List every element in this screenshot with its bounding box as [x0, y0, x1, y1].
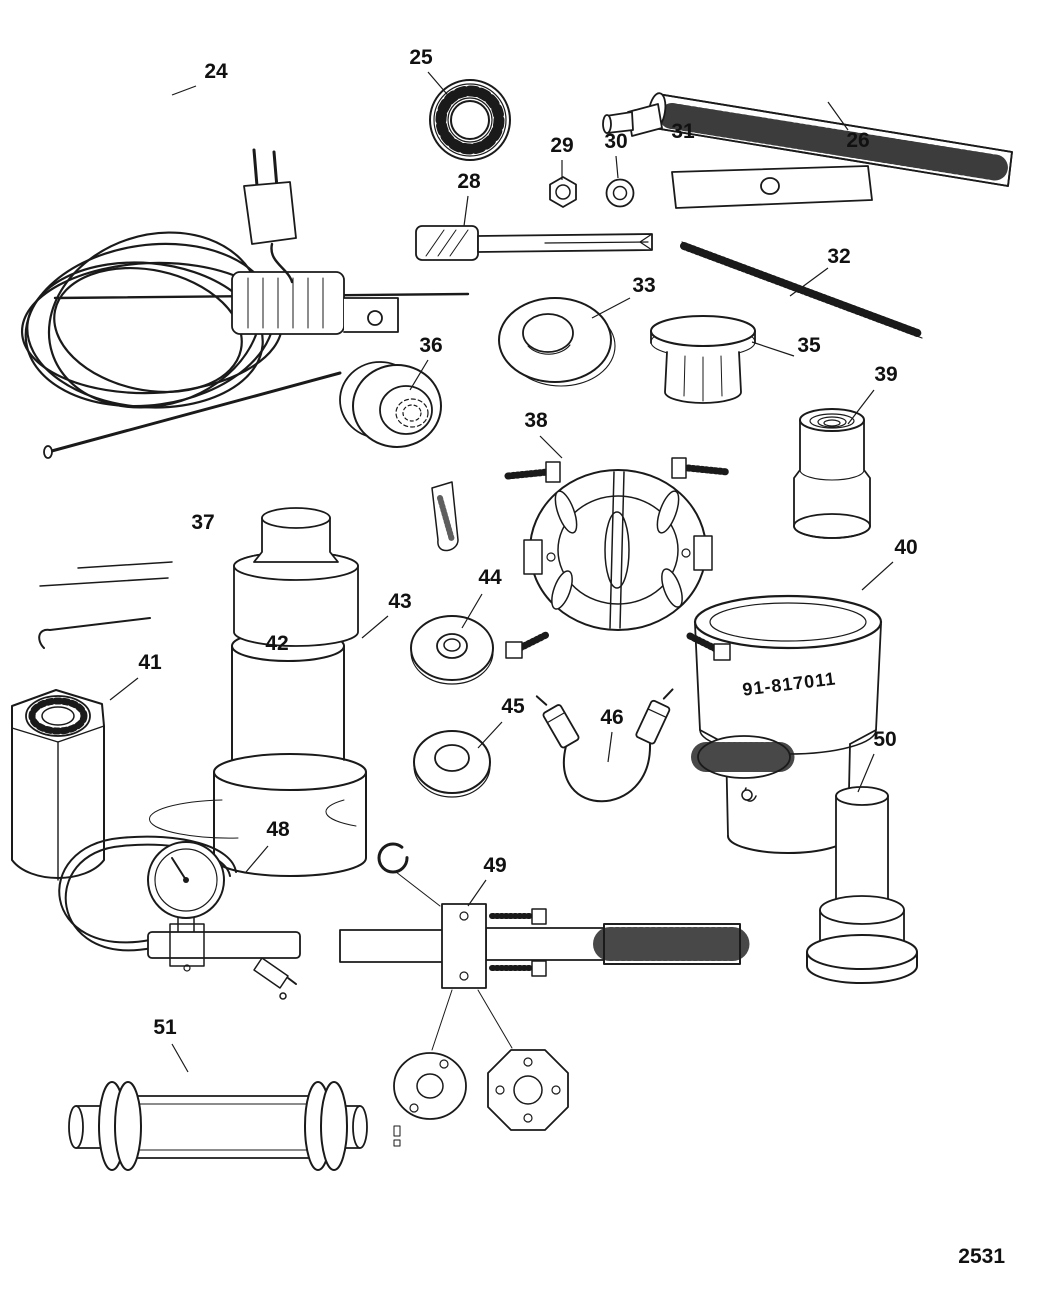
callout-24: 24 [204, 60, 228, 83]
callout-26: 26 [846, 129, 869, 152]
part-38-bearing-separator [504, 457, 732, 661]
callout-25: 25 [409, 46, 433, 69]
part-33-spacer-ring [498, 297, 616, 387]
part-29-hex-nut [549, 176, 577, 208]
callout-38: 38 [524, 409, 548, 432]
callout-50: 50 [873, 728, 896, 751]
part-35-plug [650, 315, 756, 404]
callout-49: 49 [483, 854, 506, 877]
part-28-fork-tool [415, 225, 653, 261]
part-26-knurled-tube [602, 92, 1013, 209]
part-25-needle-bearing [429, 79, 511, 161]
part-50-stepped-bushing [806, 786, 918, 984]
callout-28: 28 [457, 170, 481, 193]
page-number: 2531 [958, 1245, 1005, 1268]
part-45-flat-washer [413, 730, 491, 798]
callout-35: 35 [797, 334, 821, 357]
parts-artwork [11, 79, 1013, 1171]
part-51-roller-spool [68, 1081, 368, 1171]
part-marking-text: 91-817011 [741, 668, 837, 699]
part-36-retainer-rings [339, 361, 442, 448]
part-49-shaft-assembly [339, 842, 751, 1147]
callout-41: 41 [138, 651, 162, 674]
callout-44: 44 [478, 566, 502, 589]
callout-31: 31 [671, 120, 695, 143]
callout-39: 39 [874, 363, 897, 386]
callout-30: 30 [604, 130, 627, 153]
callout-37: 37 [191, 511, 214, 534]
callout-40: 40 [894, 536, 917, 559]
part-40-driver-cup [691, 594, 883, 854]
small-scraper-tool [431, 481, 459, 552]
part-30-washer [605, 178, 635, 208]
callout-32: 32 [827, 245, 850, 268]
leader-lines [109, 71, 894, 1073]
callout-45: 45 [501, 695, 525, 718]
callout-33: 33 [632, 274, 655, 297]
callout-43: 43 [388, 590, 411, 613]
part-24-coiled-cord-tool [20, 148, 470, 459]
callout-labels: 24 25 26 31 28 29 30 32 33 35 36 37 38 3… [138, 46, 917, 1039]
callout-51: 51 [153, 1016, 177, 1039]
callout-42: 42 [265, 632, 288, 655]
callout-29: 29 [550, 134, 573, 157]
part-46-connector-leads [535, 688, 674, 803]
part-37-cylinder-assembly [148, 507, 367, 877]
part-39-adapter-sleeve [793, 408, 871, 539]
callout-46: 46 [600, 706, 623, 729]
part-41-hex-socket [11, 561, 173, 881]
callout-36: 36 [419, 334, 442, 357]
part-32-threaded-rod [680, 241, 924, 339]
callout-48: 48 [266, 818, 290, 841]
part-44-hub-washer [410, 615, 494, 685]
part-48-pressure-gauge-pump [58, 835, 301, 1000]
